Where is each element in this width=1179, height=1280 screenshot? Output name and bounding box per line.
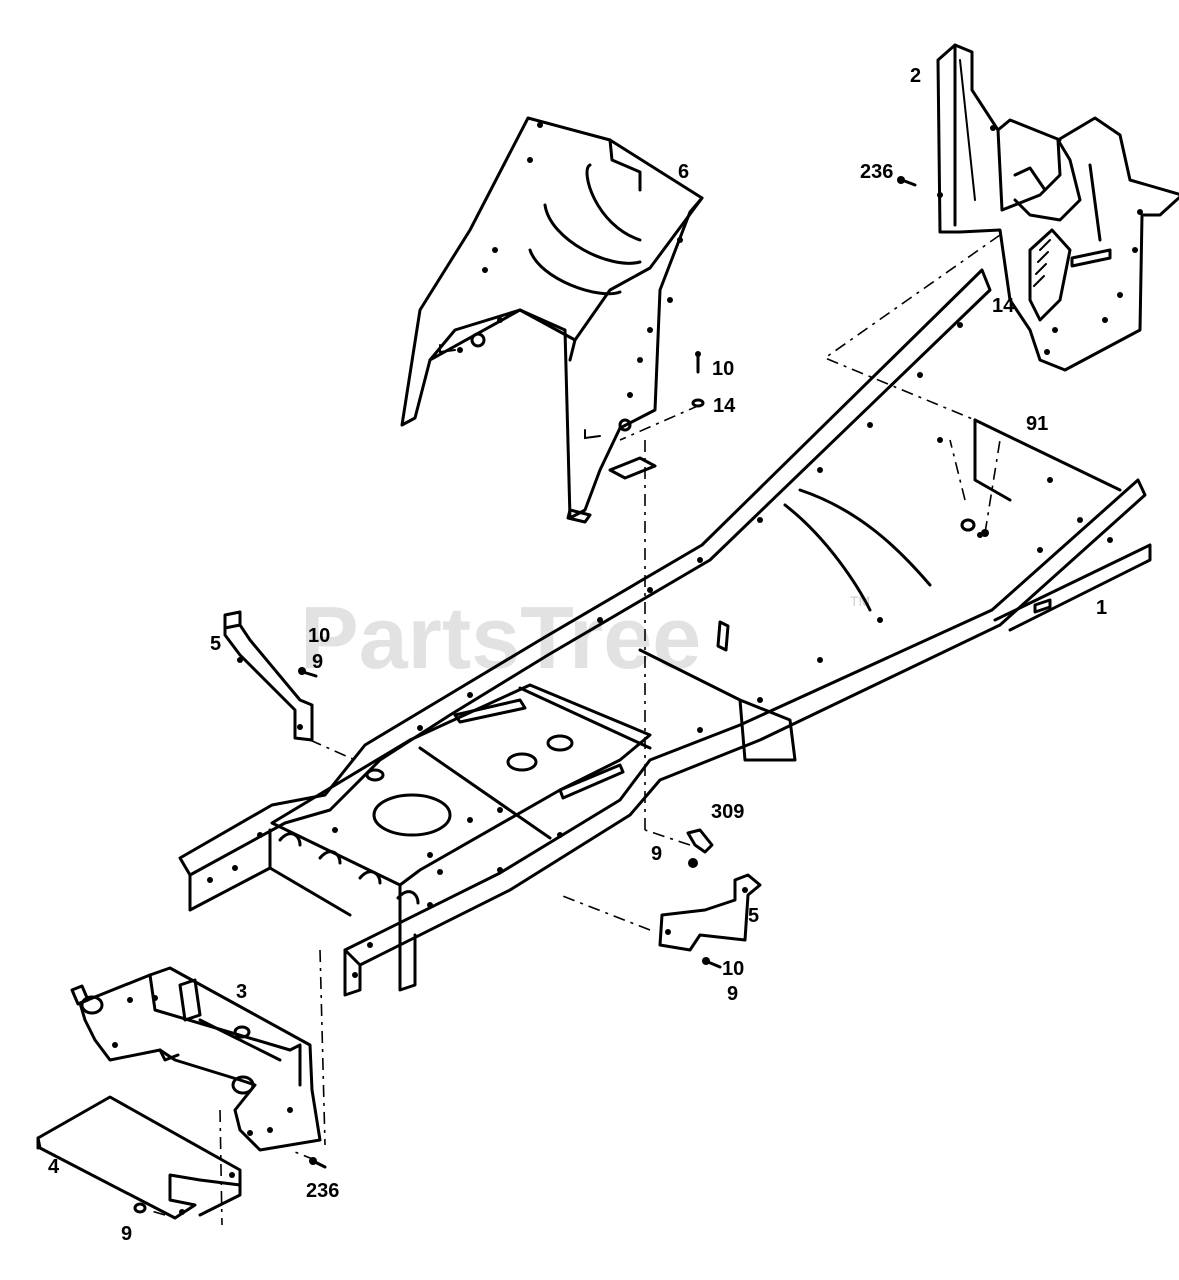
part-1-main-frame bbox=[178, 268, 1152, 997]
watermark-text: PartsTree bbox=[300, 588, 701, 687]
callout-part-6: 6 bbox=[678, 161, 689, 183]
part-6-dash-panel bbox=[400, 116, 704, 524]
callout-part-9-right: 9 bbox=[727, 983, 738, 1005]
callout-part-236-top: 236 bbox=[860, 161, 893, 183]
callouts: 1 2 3 4 5 5 6 9 9 9 9 10 10 10 14 14 91 … bbox=[48, 65, 1107, 1245]
callout-part-5-left: 5 bbox=[210, 633, 221, 655]
hardware bbox=[133, 176, 989, 1214]
alignment-lines bbox=[147, 234, 1001, 1226]
watermark-trademark: TM bbox=[850, 593, 870, 609]
part-5-right-bracket bbox=[658, 873, 762, 952]
callout-part-2: 2 bbox=[910, 65, 921, 87]
callout-part-10-right: 10 bbox=[722, 958, 744, 980]
frame-holes bbox=[207, 322, 1113, 978]
callout-part-10-left: 10 bbox=[308, 625, 330, 647]
callout-part-9-center: 9 bbox=[651, 843, 662, 865]
part-2-rear-panel bbox=[936, 43, 1179, 372]
callout-part-91: 91 bbox=[1026, 413, 1048, 435]
callout-part-4: 4 bbox=[48, 1156, 60, 1178]
callout-part-10-top: 10 bbox=[712, 358, 734, 380]
part-3-axle-bracket bbox=[70, 966, 322, 1152]
callout-part-14-rear: 14 bbox=[992, 295, 1015, 317]
callout-part-9-left: 9 bbox=[312, 651, 323, 673]
callout-part-14-top: 14 bbox=[713, 395, 736, 417]
part-5-left-bracket bbox=[223, 610, 314, 742]
callout-part-236-bottom: 236 bbox=[306, 1180, 339, 1202]
callout-part-3: 3 bbox=[236, 981, 247, 1003]
part-4-cover-plate bbox=[36, 1095, 242, 1220]
callout-part-309: 309 bbox=[711, 801, 744, 823]
callout-part-9-bottom: 9 bbox=[121, 1223, 132, 1245]
callout-part-1: 1 bbox=[1096, 597, 1107, 619]
callout-part-5-right: 5 bbox=[748, 905, 759, 927]
